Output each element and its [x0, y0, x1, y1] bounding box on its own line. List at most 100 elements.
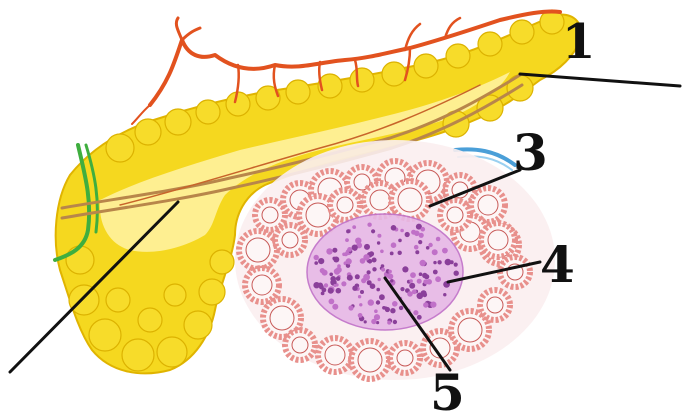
islet-cell	[421, 227, 426, 232]
islet-cell	[348, 305, 353, 310]
artery-branch	[176, 18, 182, 40]
islet-cell	[384, 306, 387, 309]
islet-cell	[352, 245, 358, 251]
lobule	[286, 80, 310, 104]
islet-cell	[413, 310, 418, 315]
lobule	[122, 339, 154, 371]
islet-cell	[381, 268, 385, 272]
label-4: 4	[540, 235, 575, 294]
artery-branch	[182, 28, 200, 40]
islet-cell	[390, 308, 395, 313]
islet-cell	[367, 223, 371, 227]
lobule	[382, 62, 406, 86]
islet-cell	[433, 270, 438, 275]
acinus	[500, 257, 530, 287]
islet-cell	[388, 274, 394, 280]
islet-cell	[400, 229, 404, 233]
islet-cell	[417, 315, 422, 320]
lobule	[199, 279, 225, 305]
label-1: 1	[562, 14, 595, 70]
islet-cell	[433, 261, 436, 264]
islet-cell	[355, 274, 360, 279]
islet-cell	[358, 295, 361, 298]
islet-cell	[347, 275, 353, 281]
label-3: 3	[513, 123, 548, 182]
islet-cell	[420, 260, 426, 266]
islet-cell	[398, 239, 402, 243]
islet-cell	[388, 270, 392, 274]
islet-cell	[352, 286, 357, 291]
islet-cell	[326, 248, 332, 254]
islet-cell	[415, 250, 419, 254]
islet-cell	[428, 243, 432, 247]
lobule	[478, 32, 502, 56]
islet	[307, 214, 463, 330]
acinus	[440, 200, 470, 230]
islet-cell	[318, 258, 324, 264]
islet-cell	[436, 237, 441, 242]
acinus	[480, 290, 510, 320]
islet-cell	[371, 319, 376, 324]
islet-cell	[430, 302, 436, 308]
lobule	[66, 246, 94, 274]
islet-cell	[437, 260, 441, 264]
islet-of-langerhans	[307, 214, 463, 330]
islet-cell	[328, 288, 334, 294]
islet-cell	[442, 248, 448, 254]
lobule	[446, 44, 470, 68]
islet-cell	[410, 272, 416, 278]
acinus	[390, 343, 420, 373]
islet-cell	[391, 242, 397, 248]
acinus	[239, 231, 277, 269]
lobule	[135, 119, 161, 145]
lobule	[164, 284, 186, 306]
islet-cell	[393, 320, 397, 324]
islet-cell	[432, 249, 438, 255]
lobule	[210, 250, 234, 274]
islet-cell	[358, 313, 363, 318]
islet-cell	[443, 293, 446, 296]
islet-cell	[417, 279, 422, 284]
lobule	[89, 319, 121, 351]
acinus	[351, 341, 389, 379]
islet-cell	[346, 258, 352, 264]
islet-cell	[414, 245, 419, 250]
islet-cell	[392, 301, 398, 307]
islet-cell	[399, 306, 403, 310]
acinus	[423, 331, 457, 365]
islet-cell	[341, 281, 346, 286]
islet-cell	[409, 279, 413, 283]
islet-cell	[391, 225, 397, 231]
islet-cell	[370, 283, 376, 289]
islet-cell	[418, 240, 422, 244]
acinus	[391, 181, 429, 219]
islet-cell	[376, 300, 380, 304]
islet-cell	[421, 290, 427, 296]
islet-cell	[377, 241, 380, 244]
islet-cell	[319, 285, 324, 290]
islet-cell	[378, 278, 381, 281]
islet-cell	[345, 238, 349, 242]
islet-cell	[314, 255, 319, 260]
lobule	[414, 54, 438, 78]
islet-cell	[333, 257, 339, 263]
islet-cell	[390, 279, 393, 282]
islet-cell	[336, 288, 342, 294]
islet-cell	[377, 234, 381, 238]
acinus	[245, 268, 279, 302]
lobule	[226, 92, 250, 116]
islet-cell	[390, 252, 394, 256]
acinus	[330, 190, 360, 220]
islet-cell	[364, 320, 367, 323]
islet-cell	[380, 250, 384, 254]
islet-cell	[347, 247, 352, 252]
lobule	[106, 288, 130, 312]
islet-cell	[371, 229, 375, 233]
islet-cell	[320, 268, 325, 273]
acinus	[481, 223, 515, 257]
islet-cell	[409, 283, 415, 289]
islet-cell	[342, 253, 346, 257]
islet-cell	[364, 244, 370, 250]
lobule	[196, 100, 220, 124]
label-5: 5	[430, 363, 465, 414]
